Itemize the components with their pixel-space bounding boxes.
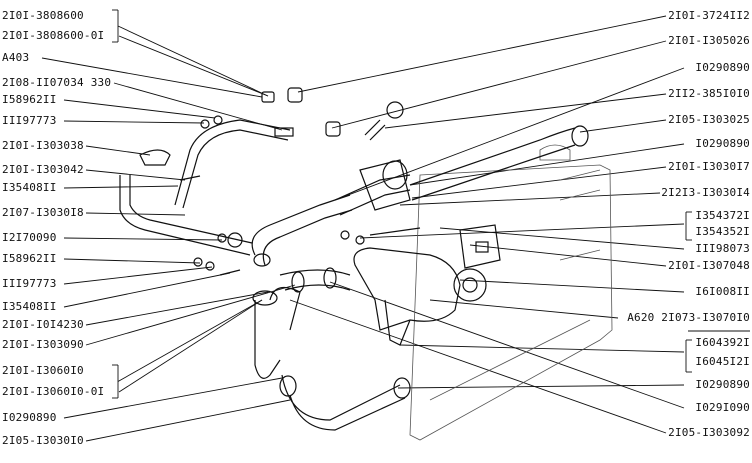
part-number-label: III97773 bbox=[2, 277, 57, 290]
part-number-label: I604392I bbox=[695, 336, 750, 349]
part-number-label: I0290890 bbox=[2, 411, 57, 424]
part-number-label: 2I0I-I0I4230 bbox=[2, 318, 84, 331]
part-number-label: 2I0I-I307048 bbox=[668, 259, 750, 272]
part-number-label: A403 bbox=[2, 51, 30, 64]
part-number-label: I0290890 bbox=[695, 61, 750, 74]
leader-line bbox=[63, 258, 201, 264]
part-number-label: I58962II bbox=[2, 93, 57, 106]
part-number-label: I6045I2I bbox=[695, 355, 750, 368]
leader-line bbox=[63, 185, 179, 189]
part-number-label: I0290890 bbox=[695, 137, 750, 150]
part-number-label: 2I08-II07034 330 bbox=[2, 76, 112, 89]
part-number-label: 2I0I-I303042 bbox=[2, 163, 84, 176]
leader-line bbox=[85, 291, 269, 326]
part-number-label: 2I0I-I303090 bbox=[2, 338, 84, 351]
radiator-outline bbox=[409, 144, 613, 441]
part-number-label: I2I70090 bbox=[2, 231, 57, 244]
part-number-label: 2I0I-I3060I0 bbox=[2, 364, 84, 377]
leader-line bbox=[399, 192, 661, 206]
part-number-label: I6I008II bbox=[695, 285, 750, 298]
leader-line bbox=[118, 35, 269, 97]
leader-line bbox=[331, 40, 667, 129]
part-number-label: III97773 bbox=[2, 114, 57, 127]
leader-line bbox=[117, 25, 269, 97]
part-number-label: 2I2I3-I3030I4 bbox=[661, 186, 750, 199]
leader-line bbox=[85, 169, 186, 181]
small-parts bbox=[139, 87, 501, 276]
leader-line bbox=[63, 272, 231, 308]
leader-line bbox=[469, 244, 667, 267]
leader-line bbox=[85, 284, 296, 346]
part-number-label: I35408II bbox=[2, 181, 57, 194]
leader-line bbox=[399, 344, 685, 353]
leader-line bbox=[85, 145, 151, 156]
lower-hoses bbox=[252, 267, 411, 431]
part-number-label: 2I0I-I3030I7 bbox=[668, 160, 750, 173]
leader-line bbox=[334, 67, 685, 201]
leader-line bbox=[85, 212, 186, 216]
part-number-label: 2I0I-3724II2 bbox=[668, 9, 750, 22]
part-number-label: 2I0I-I305026 bbox=[668, 34, 750, 47]
leader-line bbox=[459, 279, 685, 293]
part-number-label: 2I07-I3030I8 bbox=[2, 206, 84, 219]
part-number-label: I029I090 bbox=[695, 401, 750, 414]
leader-line bbox=[63, 266, 213, 285]
leader-line bbox=[429, 299, 619, 319]
part-number-label: I58962II bbox=[2, 252, 57, 265]
leader-line bbox=[118, 299, 263, 393]
leader-lines bbox=[41, 9, 750, 442]
leader-line bbox=[359, 223, 685, 239]
part-number-label: I354372I bbox=[695, 209, 750, 222]
leader-line bbox=[41, 57, 263, 98]
leader-line bbox=[113, 82, 283, 131]
part-number-label: 2I0I-I303038 bbox=[2, 139, 84, 152]
leader-line bbox=[411, 166, 667, 199]
part-number-label: III98073 bbox=[695, 242, 750, 255]
leader-line bbox=[409, 143, 685, 186]
leader-line bbox=[384, 93, 667, 129]
water-pump bbox=[353, 247, 487, 346]
part-number-label: 2I0I-3808600 bbox=[2, 9, 84, 22]
part-number-label: 2I0I-3808600-0I bbox=[2, 29, 105, 42]
part-number-label: 2I05-I303092 bbox=[668, 426, 750, 439]
leader-line bbox=[63, 120, 205, 124]
part-number-label: 2II2-385I0I0 bbox=[668, 87, 750, 100]
upper-hose bbox=[409, 125, 589, 201]
leader-line bbox=[117, 299, 263, 382]
leader-line bbox=[579, 119, 667, 133]
part-number-label: 2I05-I303025 bbox=[668, 113, 750, 126]
thermostat-pipe bbox=[251, 174, 411, 267]
leader-line bbox=[329, 281, 685, 409]
leader-line bbox=[63, 237, 223, 241]
leader-line bbox=[63, 377, 283, 419]
thermostat bbox=[359, 159, 411, 211]
part-number-label: 2I05-I3030I0 bbox=[2, 434, 84, 447]
leader-line bbox=[289, 299, 667, 434]
part-number-label: A620 2I073-I3070I0 bbox=[627, 311, 750, 324]
leader-line bbox=[397, 384, 685, 389]
leader-line bbox=[85, 399, 291, 442]
leader-line bbox=[63, 99, 216, 119]
heater-pipe bbox=[119, 119, 291, 256]
part-number-label: 2I0I-I3060I0-0I bbox=[2, 385, 105, 398]
part-number-label: I0290890 bbox=[695, 378, 750, 391]
leader-line bbox=[439, 227, 685, 250]
part-number-label: I35408II bbox=[2, 300, 57, 313]
leader-line bbox=[297, 15, 667, 93]
part-number-label: I354352I bbox=[695, 225, 750, 238]
